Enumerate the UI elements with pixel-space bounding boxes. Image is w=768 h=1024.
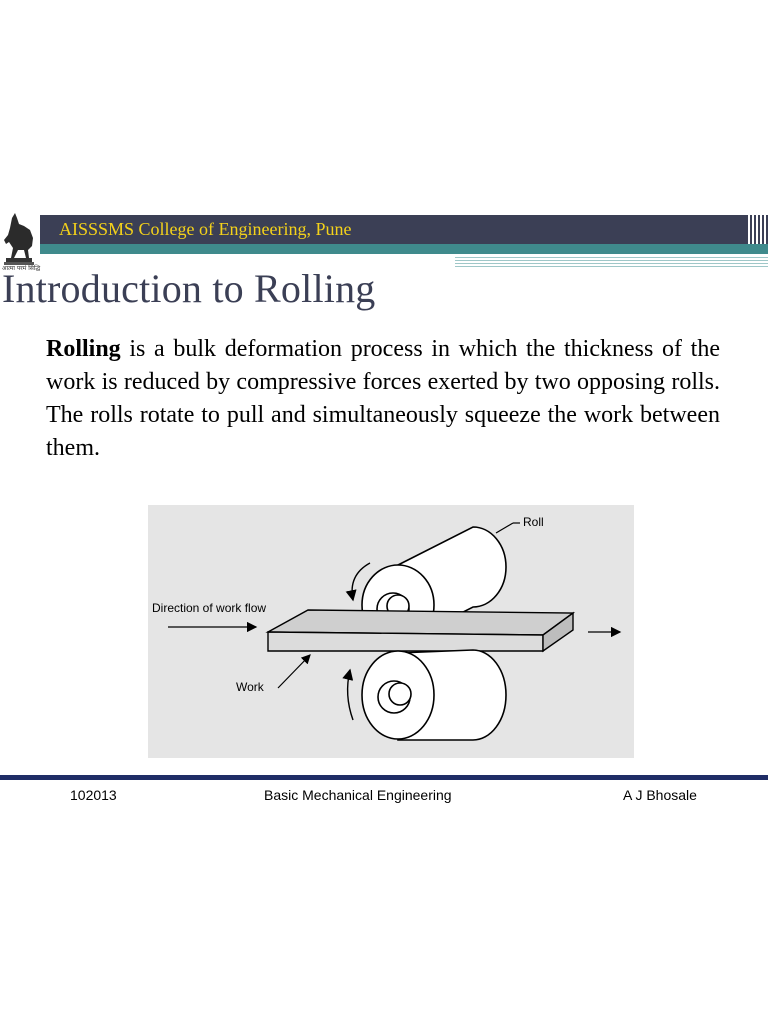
rolling-illustration [168,522,622,741]
work-leader [277,654,311,689]
lower-roll [361,649,507,741]
footer-rule [0,775,768,780]
work-label: Work [236,680,264,694]
rolling-diagram: Roll Direction of work flow Work [148,505,634,758]
college-logo [0,210,40,276]
equestrian-statue-logo-icon [4,213,34,265]
direction-label: Direction of work flow [152,601,267,615]
institution-name: AISSSMS College of Engineering, Pune [59,219,352,239]
roll-leader [495,522,514,534]
definition-term: Rolling [46,336,121,362]
definition-paragraph: Rolling is a bulk deformation process in… [46,333,720,465]
footer-course: Basic Mechanical Engineering [264,787,452,803]
banner-decorative-lines [455,257,768,267]
upper-rotation-arrow [345,562,371,602]
header-banner: AISSSMS College of Engineering, Pune [0,213,768,271]
footer-author: A J Bhosale [623,787,697,803]
footer-code: 102013 [70,787,117,803]
work-piece [265,609,576,653]
definition-text: is a bulk deformation process in which t… [46,336,720,461]
roll-label: Roll [523,515,544,529]
banner-stripes [746,215,768,244]
banner-bar [40,215,746,244]
logo-caption: आत्मा परमं सिद्धि [2,265,41,272]
lower-rotation-arrow [342,668,354,721]
page-title: Introduction to Rolling [2,266,376,311]
banner-accent-bar [40,244,768,254]
